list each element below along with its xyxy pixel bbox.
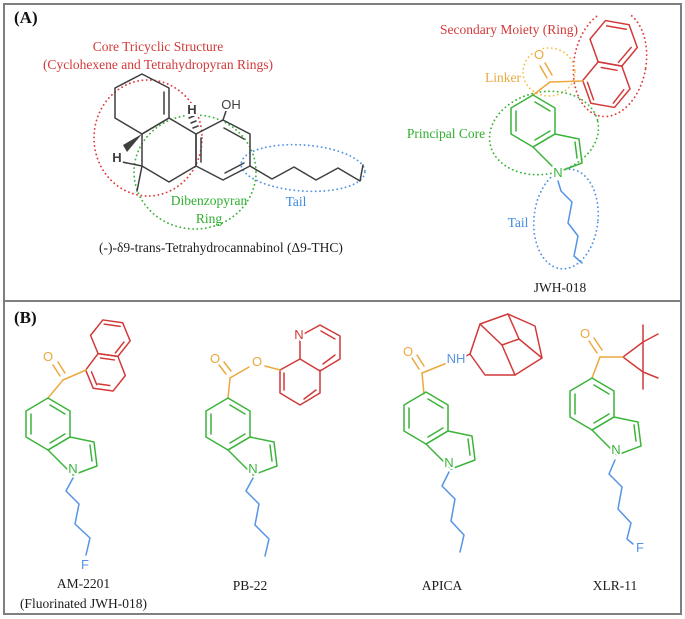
pb22-ester-o-label: O bbox=[252, 354, 262, 369]
apica-carbonyl-o-label: O bbox=[403, 344, 413, 359]
am2201-naphthalene bbox=[84, 319, 131, 392]
thc-tail-annotation: Tail bbox=[285, 194, 307, 209]
am2201-caption-line2: (Fluorinated JWH-018) bbox=[19, 595, 148, 611]
thc-dibenzopyran-annotation: Dibenzopyran Ring bbox=[149, 192, 269, 227]
am2201-linker-bond bbox=[62, 369, 87, 381]
apica-amide-bond bbox=[421, 362, 448, 374]
xlr11-fluorine-label: F bbox=[636, 540, 644, 555]
apica-n-adamantyl-bond bbox=[463, 353, 471, 358]
xlr11-caption: XLR-11 bbox=[592, 578, 638, 593]
pb22-pentyl-tail bbox=[245, 477, 270, 557]
pb22-caption: PB-22 bbox=[232, 578, 268, 593]
xlr11-carbonyl-o-label: O bbox=[580, 326, 590, 341]
jwh018-tail-highlight-ellipse bbox=[532, 168, 600, 270]
apica-indole-pyrrole bbox=[425, 430, 476, 470]
thc-h-left-label: H bbox=[112, 150, 121, 165]
xlr11-indole-benzene bbox=[569, 377, 615, 431]
thc-structure: OH H H bbox=[93, 73, 366, 230]
jwh018-structure: O N bbox=[488, 15, 648, 270]
thc-caption: (-)-δ9-trans-Tetrahydrocannabinol (Δ9-TH… bbox=[99, 240, 343, 255]
jwh018-indole-pyrrole bbox=[532, 133, 583, 173]
xlr11-fluoropentyl-tail bbox=[608, 459, 634, 545]
jwh018-tail-annotation: Tail bbox=[507, 215, 529, 230]
apica-amide-nh-label: NH bbox=[447, 351, 466, 366]
jwh018-indole-n-label: N bbox=[553, 165, 562, 180]
thc-pentyl-tail bbox=[249, 164, 364, 182]
xlr11-indole-pyrrole bbox=[591, 416, 642, 456]
jwh018-pentyl-tail bbox=[557, 180, 583, 264]
thc-methyl-bond bbox=[136, 165, 143, 192]
thc-tricyclic-highlight-ellipse bbox=[93, 79, 203, 197]
thc-core-annotation-line2: (Cyclohexene and Tetrahydropyran Rings) bbox=[42, 56, 274, 72]
apica-caption: APICA bbox=[421, 578, 463, 593]
thc-tail-highlight-ellipse bbox=[240, 143, 366, 193]
am2201-caption-line1: AM-2201 bbox=[56, 576, 111, 591]
am2201-caption: AM-2201 (Fluorinated JWH-018) bbox=[6, 574, 161, 613]
apica-structure: O NH N bbox=[401, 313, 543, 553]
jwh018-carbonyl-o-label: O bbox=[534, 47, 544, 62]
pb22-quinoline-benzene-ring bbox=[279, 358, 321, 406]
am2201-indole-n-label: N bbox=[68, 461, 77, 476]
pb22-indole-benzene bbox=[205, 397, 251, 451]
apica-pentyl-tail bbox=[441, 471, 465, 553]
thc-aromatic-ring bbox=[195, 119, 251, 181]
jwh018-linker-bond bbox=[549, 80, 584, 83]
jwh018-core-highlight-ellipse bbox=[488, 90, 600, 176]
xlr11-structure: O N F bbox=[569, 324, 659, 557]
am2201-fluorine-label: F bbox=[81, 557, 89, 572]
apica-indole-benzene bbox=[403, 391, 449, 445]
thc-dibenzopyran-line2: Ring bbox=[195, 210, 223, 226]
jwh018-linker-annotation: Linker bbox=[485, 70, 521, 85]
pb22-quinoline-pyridine-ring bbox=[299, 324, 341, 372]
pb22-indole-pyrrole bbox=[227, 436, 278, 476]
thc-h-top-label: H bbox=[187, 102, 196, 117]
thc-middle-ring bbox=[141, 117, 197, 183]
apica-indole-n-label: N bbox=[444, 455, 453, 470]
thc-core-annotation-line1: Core Tricyclic Structure bbox=[92, 39, 224, 54]
thc-hydroxyl-label: OH bbox=[221, 97, 241, 112]
pb22-structure: N O O N bbox=[205, 324, 341, 557]
xlr11-indole-n-label: N bbox=[611, 442, 620, 457]
am2201-carbonyl-o-label: O bbox=[43, 349, 53, 364]
panel-divider bbox=[3, 300, 682, 302]
pb22-quinoline-n-label: N bbox=[294, 327, 303, 342]
apica-adamantyl-cage bbox=[469, 313, 543, 376]
thc-core-annotation: Core Tricyclic Structure (Cyclohexene an… bbox=[20, 38, 296, 73]
jwh018-indole-benzene bbox=[510, 94, 556, 148]
thc-wedge-bond bbox=[123, 134, 142, 152]
thc-methyl-bond bbox=[116, 160, 143, 167]
panel-b-label: (B) bbox=[14, 308, 37, 327]
am2201-indole-benzene bbox=[25, 397, 71, 451]
figure-border bbox=[3, 3, 682, 615]
thc-dibenzopyran-highlight-ellipse bbox=[133, 114, 257, 230]
jwh018-secondary-highlight-ellipse bbox=[572, 15, 648, 118]
am2201-fluoropentyl-tail bbox=[65, 477, 91, 556]
jwh018-caption: JWH-018 bbox=[533, 280, 587, 295]
jwh018-principal-core-annotation: Principal Core bbox=[406, 126, 486, 141]
am2201-indole-pyrrole bbox=[47, 436, 98, 476]
pb22-indole-n-label: N bbox=[248, 461, 257, 476]
pb22-carbonyl-o-label: O bbox=[210, 351, 220, 366]
thc-dibenzopyran-line1: Dibenzopyran bbox=[170, 193, 248, 208]
panel-a-label: (A) bbox=[14, 8, 38, 27]
jwh018-linker-highlight-circle bbox=[522, 47, 576, 97]
am2201-structure: O N F bbox=[25, 319, 131, 573]
jwh018-naphthalene bbox=[581, 19, 639, 109]
xlr11-tetramethylcyclopropyl bbox=[622, 324, 659, 390]
jwh018-secondary-moiety-annotation: Secondary Moiety (Ring) bbox=[440, 22, 578, 37]
